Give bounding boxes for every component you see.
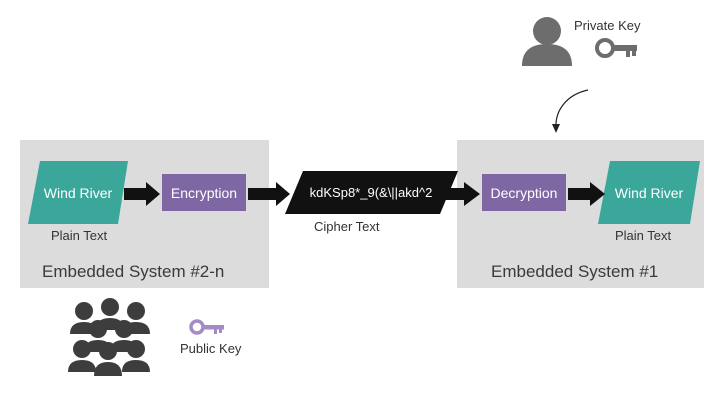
cipher-text-block <box>285 171 458 214</box>
person-icon <box>522 17 572 66</box>
embedded-system-2n-title: Embedded System #2-n <box>42 262 225 281</box>
cipher-text-caption: Cipher Text <box>314 219 380 234</box>
private-key-label: Private Key <box>574 18 641 33</box>
private-key-curved-arrow <box>552 89 589 133</box>
private-key-icon <box>595 38 637 58</box>
cipher-text-value: kdKSp8*_9(&\||akd^2 <box>309 185 433 200</box>
public-key-label: Public Key <box>180 341 242 356</box>
right-plain-text-block <box>598 161 700 224</box>
left-plain-text-label: Wind River <box>43 184 113 201</box>
arrow-decryption-to-plain <box>568 182 605 206</box>
embedded-system-1-title: Embedded System #1 <box>491 262 659 281</box>
arrow-encryption-to-cipher <box>248 182 290 206</box>
left-plain-text-caption: Plain Text <box>51 228 108 243</box>
encryption-box: Encryption <box>162 174 246 211</box>
arrow-plain-to-encryption <box>124 182 160 206</box>
arrow-cipher-to-decryption <box>436 182 480 206</box>
right-plain-text-caption: Plain Text <box>615 228 672 243</box>
right-plain-text-label: Wind River <box>614 184 684 201</box>
people-group-icon <box>68 298 150 376</box>
decryption-box: Decryption <box>482 174 566 211</box>
left-plain-text-block <box>28 161 128 224</box>
public-key-icon <box>189 319 224 335</box>
